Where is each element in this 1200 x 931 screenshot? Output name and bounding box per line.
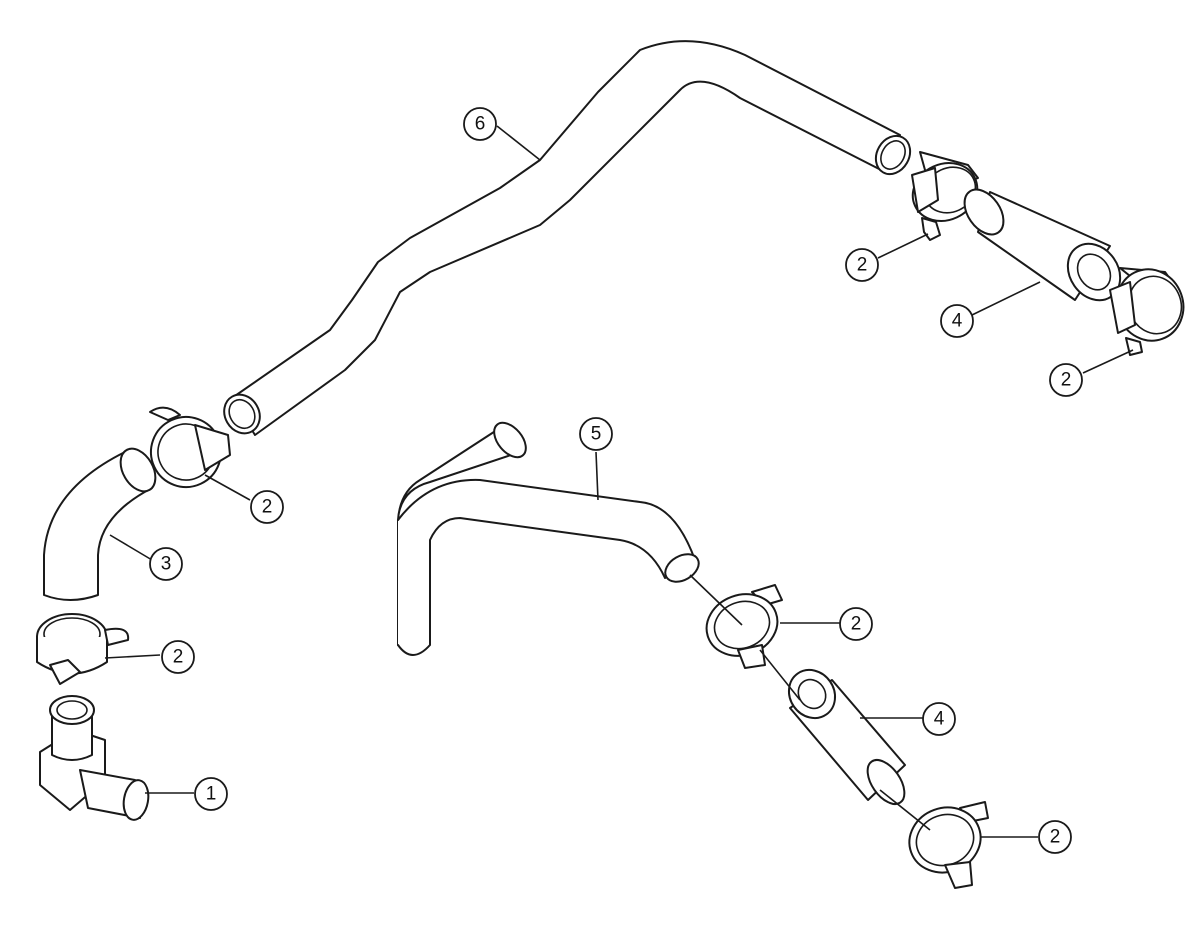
callout-2-label: 2 [857, 255, 868, 276]
callout-3: 3 [149, 547, 183, 581]
callout-5: 5 [579, 417, 613, 451]
clamp-lower-right [908, 801, 989, 889]
clamp-upper-right-a [911, 151, 979, 241]
callout-2-label: 2 [1061, 370, 1072, 391]
straight-hose-upper [963, 188, 1122, 302]
callout-6-label: 6 [475, 114, 486, 135]
callout-2-label: 2 [851, 614, 862, 635]
callout-3-label: 3 [161, 554, 172, 575]
callout-2-left-upper: 2 [250, 490, 284, 524]
clamp-left-lower [36, 613, 130, 685]
callout-2-upper-right-a: 2 [845, 248, 879, 282]
elbow-hose [43, 447, 157, 601]
callout-2-middle: 2 [839, 607, 873, 641]
callout-2-label: 2 [173, 647, 184, 668]
callout-5-label: 5 [591, 424, 602, 445]
callout-6: 6 [463, 107, 497, 141]
elbow-fitting [39, 695, 150, 821]
callout-2-lower-right: 2 [1038, 820, 1072, 854]
callout-2-label: 2 [1050, 827, 1061, 848]
callout-1-label: 1 [206, 784, 217, 805]
bent-tube-lower [397, 421, 700, 656]
clamp-left-upper [149, 406, 231, 488]
callout-4-upper: 4 [940, 304, 974, 338]
callout-1: 1 [194, 777, 228, 811]
callout-2-label: 2 [262, 497, 273, 518]
callout-4-label: 4 [952, 311, 963, 332]
callout-4-label: 4 [934, 709, 945, 730]
bent-tube-upper [223, 40, 912, 436]
callout-4-lower: 4 [922, 702, 956, 736]
straight-hose-lower [787, 668, 906, 805]
leader-lines [104, 125, 1134, 838]
clamp-upper-right-b [1109, 267, 1185, 356]
clamp-middle [705, 584, 783, 669]
callout-2-upper-right-b: 2 [1049, 363, 1083, 397]
callout-2-left-lower: 2 [161, 640, 195, 674]
